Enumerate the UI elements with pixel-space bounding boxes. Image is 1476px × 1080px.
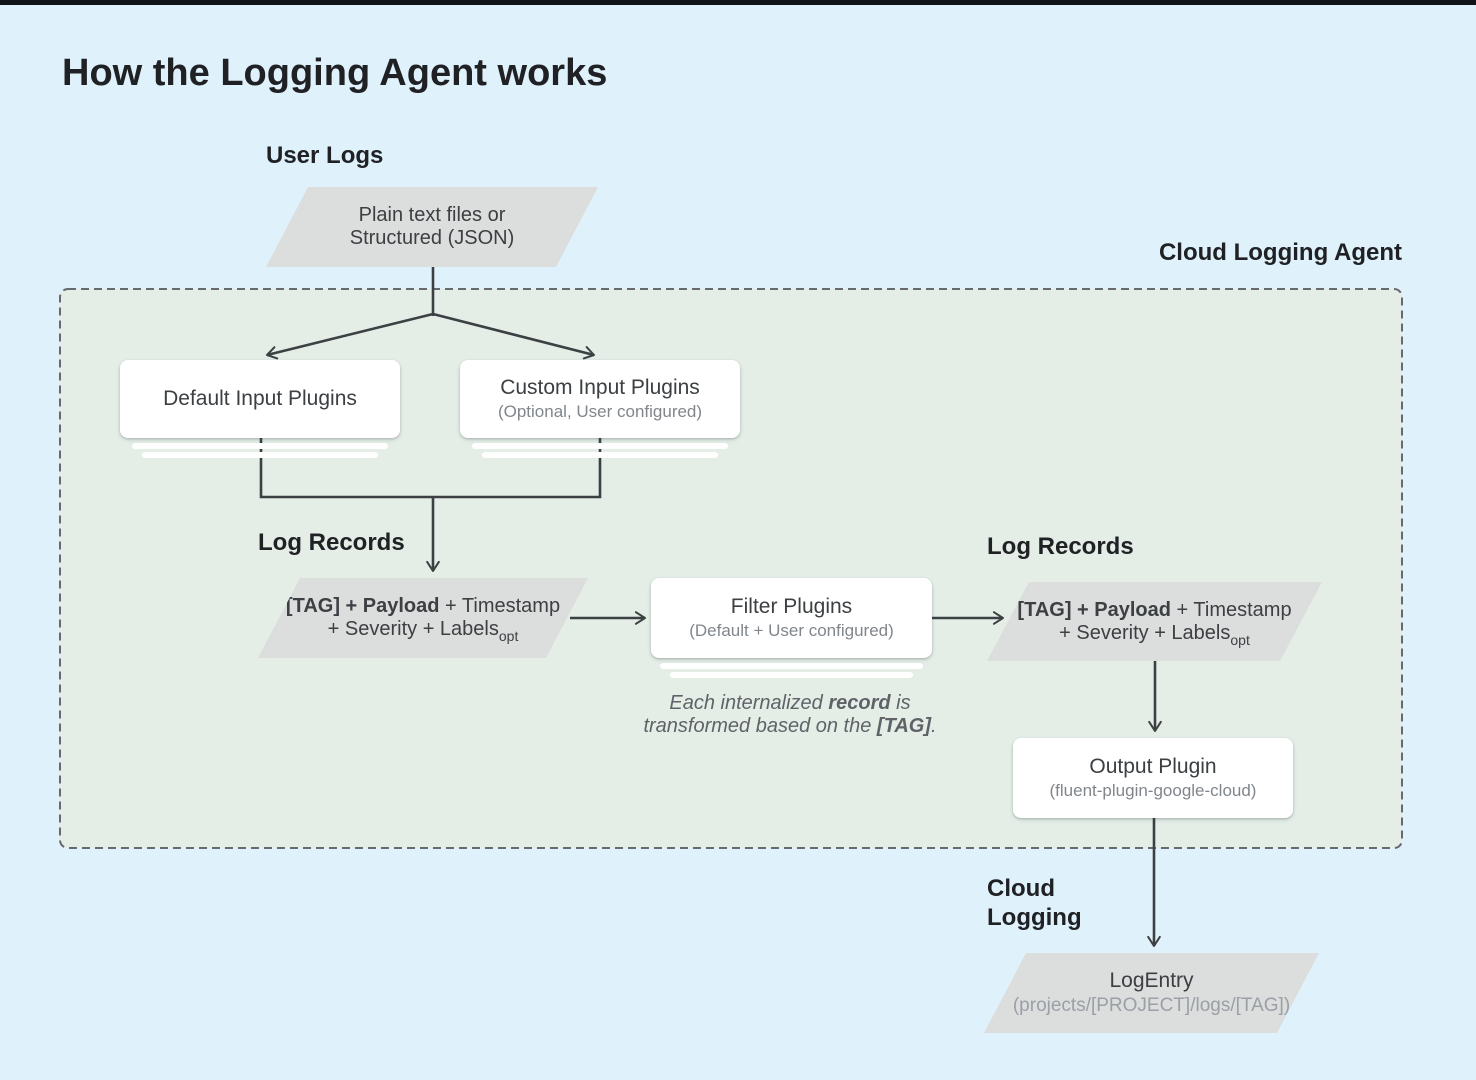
user-input-line1: Plain text files or bbox=[358, 204, 506, 226]
page-title: How the Logging Agent works bbox=[62, 52, 608, 94]
caption-line2-bold: [TAG] bbox=[876, 715, 931, 737]
log-record-left-line2: + Severity + Labelsopt bbox=[328, 618, 519, 641]
arrow-to-default-input bbox=[265, 312, 434, 360]
caption-line1-pre: Each internalized bbox=[669, 692, 829, 714]
log-record-right-subscript: opt bbox=[1230, 631, 1250, 648]
log-record-left-line2-text: + Severity + Labels bbox=[327, 618, 499, 640]
custom-input-plugins-box: Custom Input Plugins (Optional, User con… bbox=[460, 360, 740, 438]
default-input-stack-1 bbox=[132, 443, 388, 449]
filter-stack-1 bbox=[660, 663, 923, 669]
output-subtitle: (fluent-plugin-google-cloud) bbox=[1049, 781, 1257, 800]
filter-stack-2 bbox=[670, 672, 913, 678]
user-input-line2: Structured (JSON) bbox=[349, 227, 515, 249]
log-records-left-label: Log Records bbox=[258, 529, 405, 556]
filter-plugins-box: Filter Plugins (Default + User configure… bbox=[651, 578, 932, 658]
filter-caption-line1: Each internalized record is bbox=[634, 692, 946, 715]
log-record-left-shape: [TAG] + Payload + Timestamp + Severity +… bbox=[258, 578, 588, 658]
default-input-plugins-box: Default Input Plugins bbox=[120, 360, 400, 438]
custom-input-stack-2 bbox=[482, 452, 718, 458]
filter-caption: Each internalized record is transformed … bbox=[634, 692, 946, 738]
custom-input-stack-1 bbox=[472, 443, 728, 449]
log-record-right-bold: [TAG] + Payload bbox=[1017, 598, 1171, 621]
log-record-left-bold: [TAG] + Payload bbox=[285, 595, 440, 617]
default-input-title: Default Input Plugins bbox=[163, 387, 357, 410]
filter-subtitle: (Default + User configured) bbox=[689, 621, 894, 640]
log-record-left-rest: + Timestamp bbox=[439, 595, 561, 617]
output-plugin-box: Output Plugin (fluent-plugin-google-clou… bbox=[1013, 738, 1293, 818]
log-entry-shape: LogEntry (projects/[PROJECT]/logs/[TAG]) bbox=[984, 953, 1319, 1033]
output-title: Output Plugin bbox=[1089, 755, 1217, 778]
user-logs-label: User Logs bbox=[266, 142, 384, 169]
log-record-left-subscript: opt bbox=[498, 628, 519, 644]
caption-line1-bold: record bbox=[828, 692, 891, 714]
cloud-logging-label: Cloud Logging bbox=[987, 875, 1082, 931]
log-record-right-line2-text: + Severity + Labels bbox=[1059, 621, 1231, 644]
arrow-to-custom-input bbox=[432, 312, 596, 360]
filter-title: Filter Plugins bbox=[730, 595, 853, 618]
connector-inputs-merge bbox=[259, 438, 602, 499]
user-input-shape: Plain text files or Structured (JSON) bbox=[266, 187, 598, 267]
window-top-edge bbox=[0, 0, 1476, 5]
log-entry-title: LogEntry bbox=[1109, 969, 1194, 992]
custom-input-title: Custom Input Plugins bbox=[500, 376, 700, 399]
caption-line1-post: is bbox=[890, 692, 911, 714]
log-record-right-line2: + Severity + Labelsopt bbox=[1059, 622, 1250, 645]
filter-caption-line2: transformed based on the [TAG]. bbox=[634, 715, 946, 738]
default-input-stack-2 bbox=[142, 452, 378, 458]
log-record-left-line1: [TAG] + Payload + Timestamp bbox=[286, 595, 560, 618]
log-entry-subtitle: (projects/[PROJECT]/logs/[TAG]) bbox=[1012, 995, 1291, 1016]
caption-line2-post: . bbox=[930, 715, 937, 737]
log-record-right-rest: + Timestamp bbox=[1170, 598, 1292, 621]
log-record-right-shape: [TAG] + Payload + Timestamp + Severity +… bbox=[987, 582, 1322, 661]
cloud-logging-agent-label: Cloud Logging Agent bbox=[1158, 239, 1402, 266]
caption-line2-pre: transformed based on the bbox=[643, 715, 877, 737]
log-records-right-label: Log Records bbox=[987, 533, 1134, 560]
custom-input-subtitle: (Optional, User configured) bbox=[497, 402, 703, 421]
log-record-right-line1: [TAG] + Payload + Timestamp bbox=[1017, 599, 1291, 622]
